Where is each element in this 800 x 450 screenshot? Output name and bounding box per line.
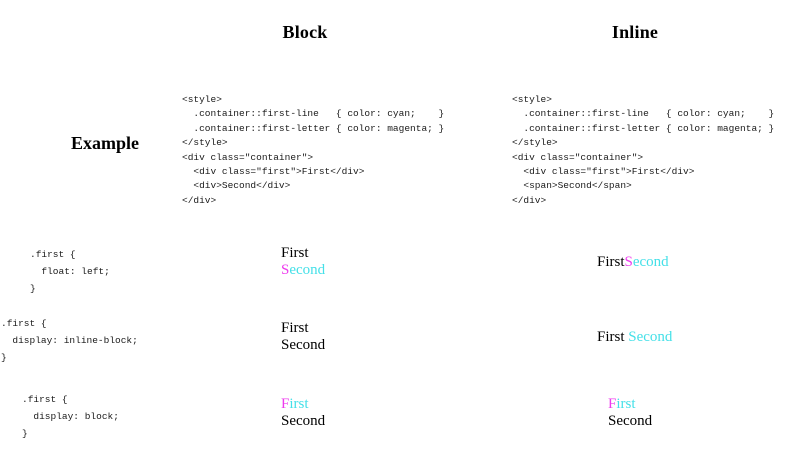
column-header-inline: Inline [611, 22, 659, 42]
row-snippet-display-inline-block: .first { display: inline-block; } [1, 318, 138, 363]
result-inline-display-inline-block: First Second [597, 329, 672, 346]
result-text-run: Second [608, 413, 653, 429]
result-line: Second [281, 337, 325, 354]
result-line: First [608, 396, 652, 413]
result-line: Second [281, 413, 325, 430]
result-line: Second [281, 262, 325, 279]
result-text-run: irst [616, 396, 636, 412]
result-line: First [281, 396, 325, 413]
row-snippet-float-left: .first { float: left; } [30, 249, 110, 294]
result-text-run: F [608, 396, 617, 412]
result-text-run: F [281, 396, 290, 412]
result-text-run: Second [281, 413, 326, 429]
column-header-block: Block [282, 22, 328, 42]
row-label-example: Example [70, 133, 139, 153]
code-sample-inline: <style> .container::first-line { color: … [512, 94, 775, 206]
result-line: First Second [597, 329, 672, 346]
result-line: FirstSecond [597, 254, 669, 271]
result-text-run: S [281, 262, 290, 278]
result-text-run: First [281, 245, 309, 261]
result-text-run: Second [281, 337, 326, 353]
result-line: Second [608, 413, 652, 430]
result-text-run: First [597, 329, 629, 345]
result-text-run: irst [289, 396, 309, 412]
result-text-run: First [597, 254, 625, 270]
result-text-run: S [624, 254, 633, 270]
result-text-run: First [281, 320, 309, 336]
result-line: First [281, 320, 325, 337]
result-inline-float-left: FirstSecond [597, 254, 669, 271]
code-sample-block: <style> .container::first-line { color: … [182, 94, 445, 206]
result-text-run: econd [289, 262, 326, 278]
result-line: First [281, 245, 325, 262]
result-text-run: econd [632, 254, 669, 270]
row-snippet-display-block: .first { display: block; } [22, 394, 119, 439]
result-text-run: Second [628, 329, 673, 345]
